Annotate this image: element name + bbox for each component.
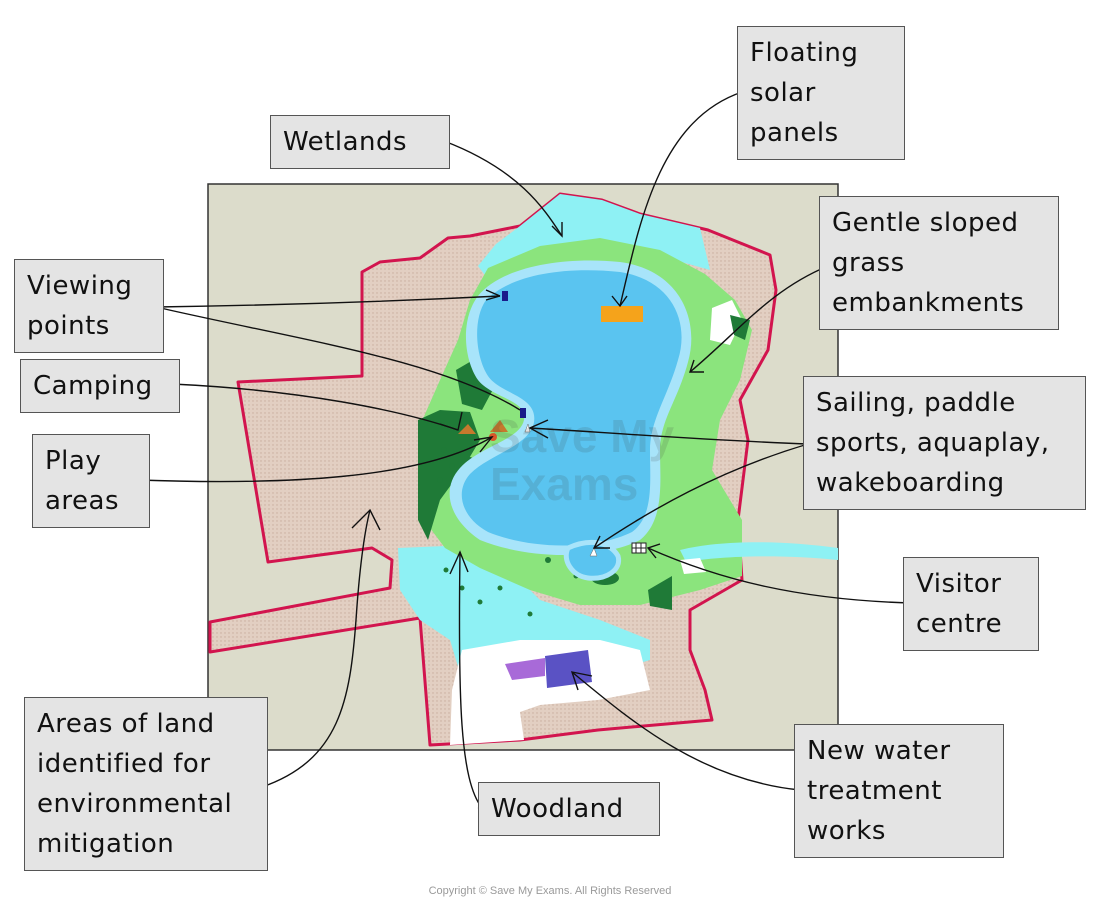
leader-mitigation — [261, 509, 371, 788]
label-visitor-line-1: Visitor — [916, 569, 1002, 599]
leader-solar — [619, 91, 743, 307]
label-visitor-centre: Visitor centre — [903, 557, 1039, 651]
label-floating-solar-panels: Floating solar panels — [737, 26, 905, 160]
label-woodland: Woodland — [478, 782, 660, 836]
viewing-point-north — [502, 291, 508, 301]
woodland-west — [418, 410, 480, 540]
label-sailing-line-2: sports, aquaplay, — [816, 428, 1050, 458]
label-woodland-line-1: Woodland — [491, 794, 624, 824]
visitor-centre-icon — [631, 542, 647, 554]
label-viewing-points: Viewing points — [14, 259, 164, 353]
label-camping-line-1: Camping — [33, 371, 153, 401]
label-mitigation-line-2: identified for — [37, 749, 211, 779]
leader-woodland — [458, 551, 483, 809]
leader-camping — [171, 383, 459, 431]
label-embankments-line-1: Gentle sloped — [832, 208, 1019, 238]
leader-play — [137, 436, 493, 483]
label-gentle-sloped-embankments: Gentle sloped grass embankments — [819, 196, 1059, 330]
label-solar-line-3: panels — [750, 118, 839, 148]
label-treatment-line-1: New water — [807, 736, 951, 766]
label-solar-line-2: solar — [750, 78, 816, 108]
label-viewing-line-1: Viewing — [27, 271, 133, 301]
copyright-notice: Copyright © Save My Exams. All Rights Re… — [428, 885, 672, 897]
reservoir-water — [461, 270, 682, 546]
label-play-areas: Play areas — [32, 434, 150, 528]
label-camping: Camping — [20, 359, 180, 413]
label-sailing-line-1: Sailing, paddle — [816, 388, 1016, 418]
label-sailing-line-3: wakeboarding — [816, 468, 1005, 498]
label-embankments-line-2: grass — [832, 248, 905, 278]
watermark-line-2: Exams — [490, 458, 638, 510]
leader-visitor — [647, 547, 913, 604]
label-mitigation-line-4: mitigation — [37, 829, 175, 859]
reservoir-bay — [563, 539, 622, 581]
treatment-site — [450, 640, 650, 745]
leader-sailing-1 — [529, 427, 809, 445]
watermark: Save My Exams — [490, 410, 675, 510]
leader-viewing-1 — [155, 295, 501, 308]
camping-tent-2 — [490, 420, 508, 432]
river — [680, 542, 838, 562]
wetland-north — [478, 194, 710, 282]
solar-panels — [601, 306, 643, 322]
leader-viewing-2 — [155, 306, 521, 411]
label-sailing-activities: Sailing, paddle sports, aquaplay, wakebo… — [803, 376, 1086, 510]
label-treatment-line-2: treatment — [807, 776, 942, 806]
leader-embankments — [689, 265, 829, 373]
label-mitigation-line-1: Areas of land — [37, 709, 215, 739]
label-embankments-line-3: embankments — [832, 288, 1025, 318]
label-play-line-1: Play — [45, 446, 102, 476]
treatment-building-secondary — [505, 658, 545, 680]
label-water-treatment-works: New water treatment works — [794, 724, 1004, 858]
sailboat-south — [589, 547, 598, 557]
label-wetlands: Wetlands — [270, 115, 450, 169]
viewing-point-west — [520, 408, 526, 418]
label-treatment-line-3: works — [807, 816, 886, 846]
label-visitor-line-2: centre — [916, 609, 1003, 639]
camping-tent-1 — [458, 424, 476, 434]
leader-sailing-2 — [593, 443, 809, 549]
watermark-line-1: Save My — [490, 410, 675, 462]
label-mitigation-line-3: environmental — [37, 789, 233, 819]
label-wetlands-line-1: Wetlands — [283, 127, 408, 157]
label-play-line-2: areas — [45, 486, 120, 516]
leader-lines — [137, 91, 913, 809]
label-solar-line-1: Floating — [750, 38, 859, 68]
label-environmental-mitigation: Areas of land identified for environment… — [24, 697, 268, 871]
leader-treatment — [571, 671, 801, 791]
woodland-southeast — [648, 576, 672, 610]
leader-wetlands — [443, 140, 563, 237]
label-viewing-line-2: points — [27, 311, 110, 341]
